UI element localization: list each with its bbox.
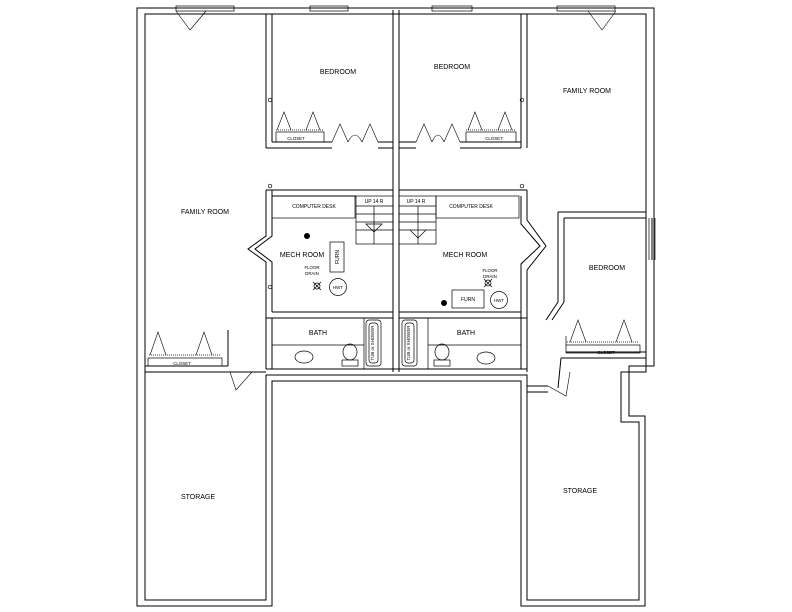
- label-bedroom-center: BEDROOM: [434, 64, 470, 71]
- label-closet-bedroom-right: CLOSET: [597, 350, 615, 355]
- label-floor-drain-left-2: DRAIN: [305, 271, 319, 276]
- label-computer-desk-left: COMPUTER DESK: [292, 204, 336, 210]
- fixtures: [294, 233, 508, 367]
- label-storage-left: STORAGE: [181, 494, 215, 501]
- exterior-walls: [136, 5, 656, 607]
- label-family-room-right: FAMILY ROOM: [563, 88, 611, 95]
- label-stairs-left: UP 14 R: [365, 199, 384, 205]
- label-tub-left: TUB or SHOWER: [370, 326, 375, 361]
- label-bath-left: BATH: [309, 330, 327, 337]
- label-bedroom-left: BEDROOM: [320, 69, 356, 76]
- right-unit-walls: [398, 14, 646, 393]
- label-closet-family-left: CLOSET: [173, 361, 191, 366]
- label-mech-room-right: MECH ROOM: [443, 252, 488, 259]
- fixture-labels: CLOSET CLOSET CLOSET CLOSET COMPUTER DES…: [173, 136, 615, 366]
- label-hwt-right: HWT: [494, 298, 504, 303]
- doors: [149, 10, 633, 397]
- left-unit-walls: [145, 14, 394, 373]
- label-floor-drain-right-2: DRAIN: [483, 274, 497, 279]
- label-mech-room-left: MECH ROOM: [280, 252, 325, 259]
- label-furnace-left: FURN: [335, 250, 341, 264]
- room-labels: FAMILY ROOM FAMILY ROOM BEDROOM BEDROOM …: [181, 64, 625, 501]
- label-closet-center-bedroom: CLOSET: [485, 136, 503, 141]
- label-tub-right: TUB or SHOWER: [406, 326, 411, 361]
- label-bedroom-right: BEDROOM: [589, 265, 625, 272]
- label-bath-right: BATH: [457, 330, 475, 337]
- label-family-room-left: FAMILY ROOM: [181, 209, 229, 216]
- label-closet-left-bedroom: CLOSET: [287, 136, 305, 141]
- label-floor-drain-left-1: FLOOR: [304, 265, 319, 270]
- label-floor-drain-right-1: FLOOR: [482, 268, 497, 273]
- label-hwt-left: HWT: [333, 285, 343, 290]
- label-furnace-right: FURN: [461, 297, 475, 303]
- label-storage-right: STORAGE: [563, 488, 597, 495]
- label-stairs-right: UP 14 R: [407, 199, 426, 205]
- label-computer-desk-right: COMPUTER DESK: [449, 204, 493, 210]
